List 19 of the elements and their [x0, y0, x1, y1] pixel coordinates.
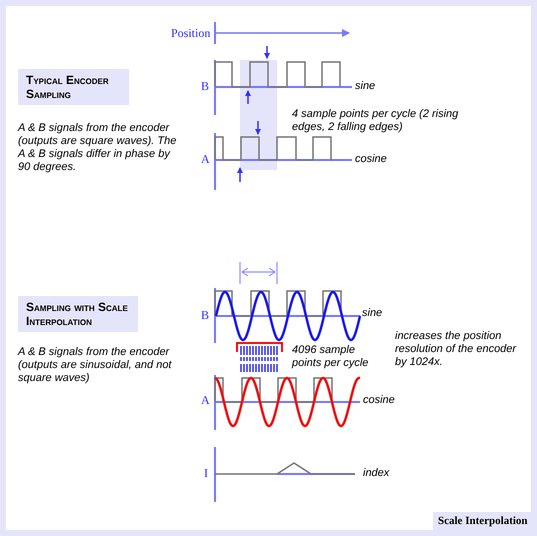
signal-name: sine — [355, 80, 376, 93]
note-text: increases the position resolution of the encoder by 1024x. — [395, 330, 518, 369]
axis-label: Position — [171, 27, 210, 40]
signal-name: sine — [362, 307, 382, 320]
signal-name: cosine — [355, 153, 387, 166]
signal-label: A — [201, 153, 210, 166]
signal-label: B — [201, 309, 210, 322]
title-tab: Scale Interpolation — [433, 512, 531, 532]
note-text: 4 sample points per cycle (2 rising edges, 2 falling edges) — [292, 108, 460, 134]
section-heading: Typical Encoder Sampling — [18, 69, 129, 105]
description-text: A & B signals from the encoder (outputs are square waves). The A & B signals differ in phase by 90 degrees. — [18, 122, 178, 174]
signal-label: I — [204, 467, 208, 480]
section-heading: Sampling with Scale Interpolation — [18, 296, 138, 332]
signal-name: index — [363, 467, 390, 480]
note-text: 4096 sample points per cycle — [292, 344, 370, 370]
signal-label: B — [201, 80, 210, 93]
description-text: A & B signals from the encoder (outputs are sinusoidal, and not square waves) — [18, 346, 173, 385]
signal-label: A — [201, 394, 210, 407]
signal-name: cosine — [363, 394, 395, 407]
